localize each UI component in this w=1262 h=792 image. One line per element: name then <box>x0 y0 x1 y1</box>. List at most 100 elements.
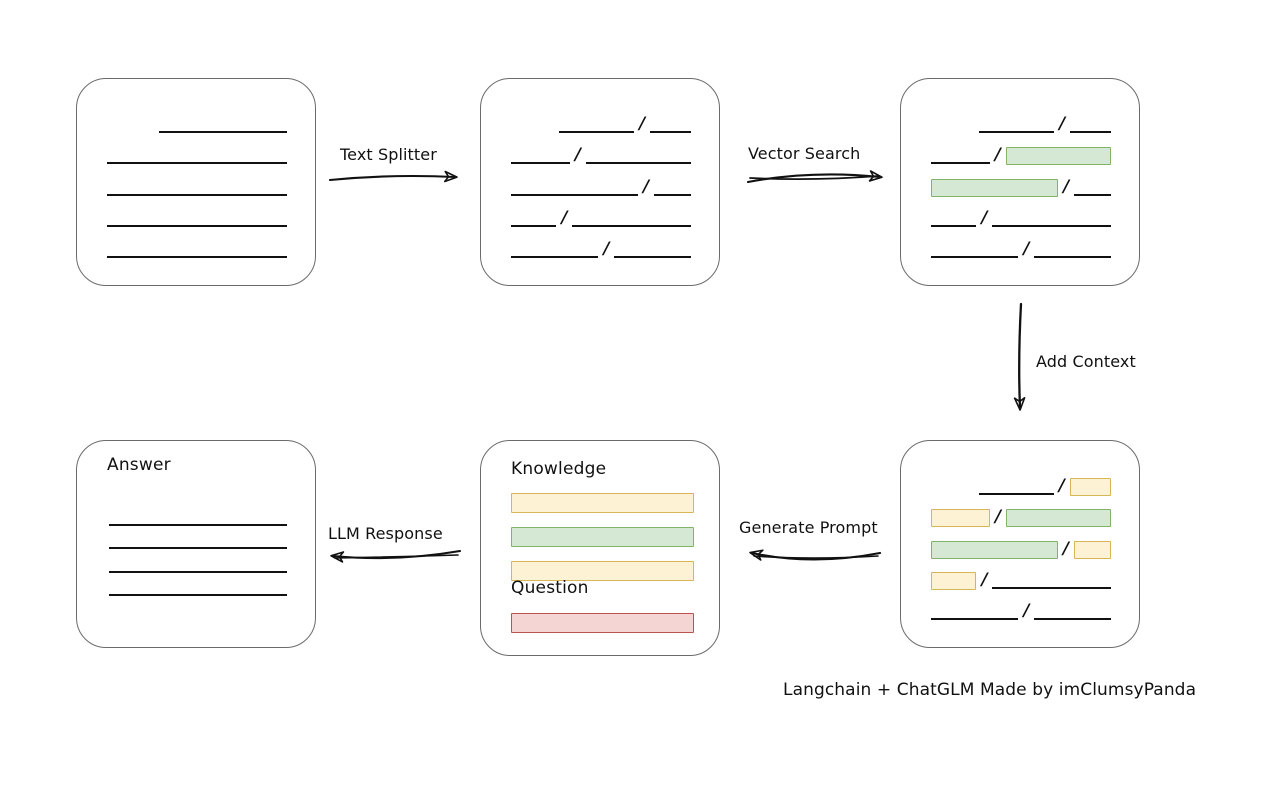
text-row: / <box>931 114 1111 134</box>
text-line-segment <box>992 224 1111 227</box>
slash-separator: / <box>574 145 581 166</box>
text-line-segment <box>107 193 287 196</box>
text-row <box>107 148 287 165</box>
slash-separator: / <box>642 176 650 197</box>
text-row: / <box>931 509 1111 528</box>
highlight-chip-green <box>1005 509 1111 528</box>
answer-line <box>109 593 287 596</box>
text-row: / <box>511 239 691 259</box>
highlight-chip-green <box>931 178 1058 197</box>
text-line-segment <box>931 256 1019 258</box>
text-row <box>107 180 287 197</box>
split-chunks-card[interactable]: / / / / / <box>480 78 720 286</box>
text-row: / <box>931 569 1111 590</box>
text-line-segment <box>654 193 691 196</box>
text-line-segment <box>107 162 287 165</box>
text-line-segment <box>1034 618 1111 620</box>
highlight-chip-yellow <box>931 571 977 590</box>
arrow-text-splitter <box>328 170 458 183</box>
slash-separator: / <box>981 207 988 228</box>
text-row <box>107 117 287 134</box>
text-row: / <box>931 601 1111 621</box>
text-line-segment <box>572 224 691 227</box>
prompt-card[interactable]: Knowledge Question <box>480 440 720 656</box>
arrow-label-llm-response: LLM Response <box>328 524 443 543</box>
text-line-segment <box>650 131 691 133</box>
text-line-segment <box>1034 256 1111 258</box>
text-line-segment <box>511 256 599 258</box>
matched-chunks-rows: / / / / / <box>931 114 1111 259</box>
matched-chunks-card[interactable]: / / / / / <box>900 78 1140 286</box>
arrow-llm-response <box>330 549 462 563</box>
slash-separator: / <box>1062 538 1069 559</box>
answer-lines <box>109 503 287 617</box>
text-row: / <box>931 207 1111 228</box>
arrow-vector-search <box>746 170 883 184</box>
text-line-segment <box>1074 193 1111 196</box>
text-line-segment <box>979 131 1054 133</box>
text-line-segment <box>931 224 977 227</box>
text-line-segment <box>107 256 287 258</box>
prompt-bar-red <box>511 613 694 633</box>
prompt-bar-yellow <box>511 561 694 581</box>
footer-caption: Langchain + ChatGLM Made by imClumsyPand… <box>783 680 1197 700</box>
source-document-card[interactable] <box>76 78 316 286</box>
text-row: / <box>511 116 691 134</box>
answer-heading: Answer <box>107 455 171 475</box>
answer-line <box>109 570 287 573</box>
text-line-segment <box>992 586 1111 589</box>
text-row: / <box>931 476 1111 496</box>
arrow-label-add-context: Add Context <box>1036 352 1136 371</box>
text-row: / <box>511 176 691 197</box>
slash-separator: / <box>994 145 1001 166</box>
text-line-segment <box>931 618 1019 620</box>
highlight-chip-yellow <box>931 509 990 528</box>
text-row: / <box>931 239 1111 259</box>
source-document-rows <box>107 117 287 259</box>
text-line-segment <box>585 162 691 165</box>
question-heading: Question <box>511 578 589 598</box>
knowledge-heading: Knowledge <box>511 459 607 479</box>
text-line-segment <box>979 493 1054 495</box>
answer-card[interactable]: Answer <box>76 440 316 648</box>
answer-line <box>109 547 287 550</box>
arrow-label-vector-search: Vector Search <box>748 144 861 163</box>
prompt-bar-yellow <box>511 493 694 513</box>
text-line-segment <box>107 224 287 227</box>
highlight-chip-green <box>1005 147 1111 166</box>
question-bars <box>511 613 694 633</box>
slash-separator: / <box>1023 239 1030 259</box>
text-line-segment <box>614 256 691 258</box>
text-row: / <box>511 209 691 228</box>
context-document-card[interactable]: / / / / / <box>900 440 1140 648</box>
slash-separator: / <box>1023 601 1030 621</box>
prompt-bar-green <box>511 527 694 547</box>
text-line-segment <box>931 162 990 165</box>
highlight-chip-yellow <box>1069 478 1111 496</box>
highlight-chip-green <box>931 540 1058 559</box>
arrow-label-text-splitter: Text Splitter <box>340 145 437 164</box>
slash-separator: / <box>1058 476 1065 496</box>
highlight-chip-yellow <box>1073 540 1111 559</box>
slash-separator: / <box>603 239 610 259</box>
text-line-segment <box>511 193 638 196</box>
text-line-segment <box>159 131 287 133</box>
slash-separator: / <box>981 569 988 590</box>
text-row: / <box>931 538 1111 559</box>
answer-line <box>109 524 287 527</box>
text-row: / <box>931 176 1111 197</box>
text-line-segment <box>559 131 634 133</box>
text-row <box>107 242 287 259</box>
context-document-rows: / / / / / <box>931 476 1111 621</box>
knowledge-bars <box>511 493 694 581</box>
text-row: / <box>511 145 691 166</box>
text-line-segment <box>511 224 557 227</box>
text-line-segment <box>1070 131 1111 133</box>
slash-separator: / <box>1058 114 1066 134</box>
slash-separator: / <box>1062 176 1070 197</box>
arrow-generate-prompt <box>749 549 882 561</box>
text-row <box>107 211 287 228</box>
text-line-segment <box>511 162 570 165</box>
arrow-add-context <box>1013 302 1026 411</box>
